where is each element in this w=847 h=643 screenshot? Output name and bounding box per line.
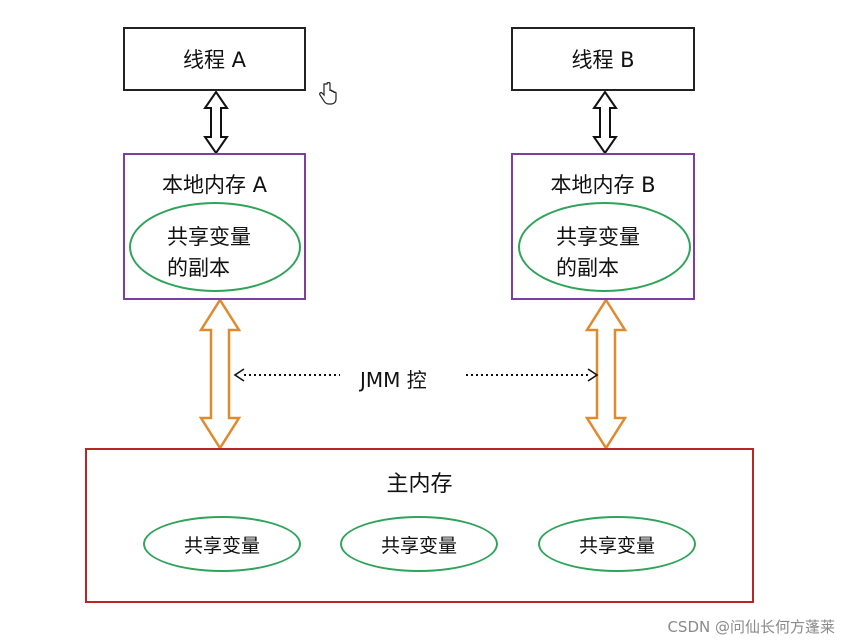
shared-variable-1: 共享变量 (143, 516, 301, 572)
local-memory-a: 本地内存 A 共享变量 的副本 (123, 153, 306, 300)
shared-copy-a-line2: 的副本 (167, 256, 230, 280)
shared-copy-oval-a: 共享变量 的副本 (129, 202, 301, 292)
shared-copy-oval-b: 共享变量 的副本 (518, 202, 691, 292)
thread-a-local-a-arrow (203, 90, 229, 155)
shared-copy-a-line1: 共享变量 (167, 225, 251, 249)
shared-copy-b-line1: 共享变量 (556, 225, 640, 249)
watermark: CSDN @问仙长何方蓬莱 (667, 618, 835, 636)
thread-b-label: 线程 B (571, 48, 635, 72)
shared-variable-2: 共享变量 (340, 516, 498, 572)
local-memory-a-title: 本地内存 A (161, 173, 268, 197)
shared-copy-text-a: 共享变量 的副本 (167, 222, 251, 284)
main-memory-box: 主内存 共享变量 共享变量 共享变量 (85, 448, 754, 603)
jmm-arrowhead-left (233, 368, 245, 382)
thread-a-label: 线程 A (182, 48, 247, 72)
main-memory-title: 主内存 (386, 472, 453, 497)
thread-b-box: 线程 B (511, 27, 695, 91)
shared-variable-3: 共享变量 (538, 516, 696, 572)
thread-a-box: 线程 A (123, 27, 306, 91)
hand-cursor-icon (319, 82, 337, 105)
shared-copy-text-b: 共享变量 的副本 (556, 222, 640, 284)
jmm-label: JMM 控 (360, 368, 427, 392)
local-memory-b-title: 本地内存 B (550, 173, 656, 197)
thread-b-local-b-arrow (592, 90, 618, 155)
jmm-arrowhead-right (587, 368, 599, 382)
local-memory-b: 本地内存 B 共享变量 的副本 (511, 153, 695, 300)
local-a-main-arrow (198, 297, 242, 451)
shared-copy-b-line2: 的副本 (556, 256, 619, 280)
local-b-main-arrow (584, 297, 628, 451)
